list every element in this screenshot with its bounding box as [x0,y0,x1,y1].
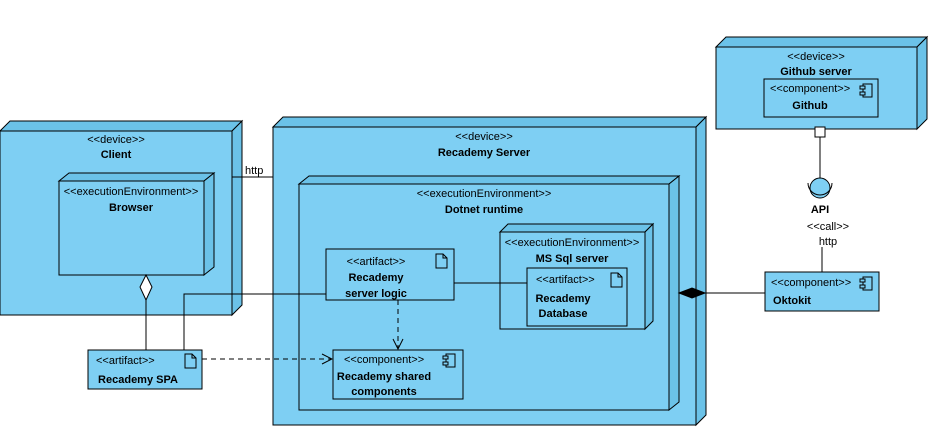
browser-name: Browser [109,202,154,214]
document-icon [610,272,623,288]
component-icon [859,276,873,291]
oktokit-name: Oktokit [773,295,811,307]
call-label: <<call>> [807,221,849,233]
database-name-line2: Database [539,308,588,320]
mssql-stereotype: <<executionEnvironment>> [505,237,640,249]
server-logic-stereotype: <<artifact>> [347,256,406,268]
oktokit-stereotype: <<component>> [771,277,851,289]
server-logic-name-line1: Recademy [348,272,404,284]
server-logic-artifact[interactable]: <<artifact>> Recademy server logic [325,248,455,301]
document-icon [184,353,197,369]
api-http-label: http [819,236,837,248]
github-port[interactable] [814,126,826,138]
shared-name-line2: components [351,386,416,398]
github-component[interactable]: <<component>> Github [763,78,879,118]
server-stereotype: <<device>> [455,131,513,143]
browser-node[interactable]: <<executionEnvironment>> Browser [57,171,216,277]
github-stereotype: <<component>> [770,83,850,95]
api-interface-lollipop[interactable] [809,177,831,199]
component-icon [859,83,873,98]
client-http-label: http [245,165,263,177]
shared-components-component[interactable]: <<component>> Recademy shared components [332,349,464,400]
github-name: Github [792,100,828,112]
dotnet-name: Dotnet runtime [445,204,523,216]
spa-name: Recademy SPA [98,374,178,386]
mssql-name: MS Sql server [536,253,609,265]
recademy-database-artifact[interactable]: <<artifact>> Recademy Database [526,267,628,327]
api-socket [807,182,833,196]
browser-stereotype: <<executionEnvironment>> [64,186,199,198]
github-server-name: Github server [780,66,852,78]
github-server-stereotype: <<device>> [787,51,845,63]
document-icon [435,253,448,269]
shared-stereotype: <<component>> [344,354,424,366]
server-name: Recademy Server [438,147,531,159]
database-stereotype: <<artifact>> [536,274,595,286]
dotnet-stereotype: <<executionEnvironment>> [417,188,552,200]
spa-server-logic-link[interactable] [183,293,326,350]
client-name: Client [101,149,132,161]
shared-name-line1: Recademy shared [337,371,431,383]
composition-diamond [677,287,707,299]
connectors [139,126,833,359]
component-icon [442,353,456,368]
database-name-line1: Recademy [535,293,591,305]
api-label: API [811,204,829,216]
oktokit-component[interactable]: <<component>> Oktokit [764,271,880,312]
recademy-spa-artifact[interactable]: <<artifact>> Recademy SPA [87,349,203,390]
aggregation-diamond [139,273,153,302]
client-stereotype: <<device>> [87,134,145,146]
server-logic-name-line2: server logic [345,288,407,300]
spa-stereotype: <<artifact>> [96,355,155,367]
